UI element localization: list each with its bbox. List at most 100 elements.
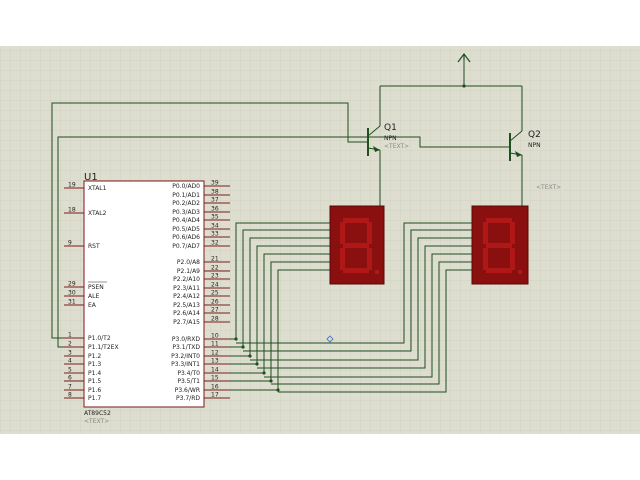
q2-type: NPN [528, 142, 541, 149]
mcu-part-label: AT89C52 [84, 410, 111, 417]
mcu-pin-7[interactable]: 7 P1.6 [64, 384, 101, 395]
pin-name: P3.2/INT0 [171, 353, 200, 360]
mcu-pin-4[interactable]: 4 P1.3 [64, 358, 101, 369]
pin-name: XTAL1 [88, 185, 107, 192]
pin-name: P1.6 [88, 387, 101, 394]
pin-name: P2.1/A9 [177, 268, 200, 275]
display-1-segments [340, 218, 379, 274]
pin-name: EA [88, 302, 97, 309]
pin-number: 39 [211, 180, 219, 187]
mcu-pin-16[interactable]: 16 P3.6/WR [175, 384, 230, 395]
pin-number: 24 [211, 282, 219, 289]
pin-name: P1.3 [88, 361, 101, 368]
pin-name: P0.1/AD1 [172, 192, 200, 199]
power-terminal[interactable] [457, 53, 471, 63]
mcu-pin-1[interactable]: 1 P1.0/T2 [64, 332, 111, 343]
pin-number: 3 [68, 350, 72, 357]
junctions [234, 84, 466, 392]
pin-name: P3.6/WR [175, 387, 200, 394]
seven-segment-display-1[interactable] [329, 205, 385, 285]
mcu-pin-21[interactable]: 21 P2.0/A8 [177, 256, 230, 267]
pin-name: P2.6/A14 [173, 310, 200, 317]
pin-number: 7 [68, 384, 72, 391]
pin-number: 14 [211, 367, 219, 374]
mcu-text-placeholder: <TEXT> [84, 418, 109, 425]
pin-name: RST [88, 243, 100, 250]
wires [51, 60, 523, 393]
pin-name: P1.7 [88, 395, 101, 402]
pin-name: P1.5 [88, 378, 101, 385]
mcu-pin-14[interactable]: 14 P3.4/T0 [177, 367, 230, 378]
seven-segment-display-2[interactable] [471, 205, 529, 285]
pin-name: P1.0/T2 [88, 335, 111, 342]
transistor-q2[interactable]: Q2 NPN [504, 130, 541, 161]
mcu-pin-22[interactable]: 22 P2.1/A9 [177, 265, 230, 276]
mcu-pin-17[interactable]: 17 P3.7/RD [176, 392, 230, 403]
pin-number: 4 [68, 358, 72, 365]
pin-name: P1.1/T2EX [88, 344, 119, 351]
pin-number: 18 [68, 207, 76, 214]
display-2-segments [483, 218, 522, 274]
pin-number: 38 [211, 189, 219, 196]
pin-name: P0.4/AD4 [172, 217, 200, 224]
mcu-pin-12[interactable]: 12 P3.2/INT0 [171, 350, 230, 361]
pin-number: 26 [211, 299, 219, 306]
pin-number: 11 [211, 341, 219, 348]
transistor-q1[interactable]: Q1 NPN <TEXT> [362, 123, 409, 156]
pin-name: P3.7/RD [176, 395, 200, 402]
pin-number: 12 [211, 350, 219, 357]
pin-name: PSEN [88, 284, 104, 291]
pin-number: 2 [68, 341, 72, 348]
pin-number: 27 [211, 307, 219, 314]
mcu-body [83, 180, 205, 408]
mcu-pin-2[interactable]: 2 P1.1/T2EX [64, 341, 119, 352]
mcu-pin-27[interactable]: 27 P2.6/A14 [173, 307, 230, 318]
pin-number: 1 [68, 332, 72, 339]
pin-name: P2.4/A12 [173, 293, 200, 300]
pin-number: 16 [211, 384, 219, 391]
mcu-pin-38[interactable]: 38 P0.1/AD1 [172, 189, 230, 200]
pin-number: 15 [211, 375, 219, 382]
pin-number: 5 [68, 367, 72, 374]
q1-type: NPN [384, 135, 397, 142]
pin-name: P2.5/A13 [173, 302, 200, 309]
pin-name: P3.0/RXD [172, 336, 200, 343]
pin-name: P2.2/A10 [173, 276, 200, 283]
pin-number: 22 [211, 265, 219, 272]
pin-number: 17 [211, 392, 219, 399]
pin-number: 37 [211, 197, 219, 204]
pin-name: P2.0/A8 [177, 259, 200, 266]
mcu-pin-26[interactable]: 26 P2.5/A13 [173, 299, 230, 310]
pin-name: P3.4/T0 [177, 370, 200, 377]
pin-number: 21 [211, 256, 219, 263]
pin-number: 33 [211, 231, 219, 238]
